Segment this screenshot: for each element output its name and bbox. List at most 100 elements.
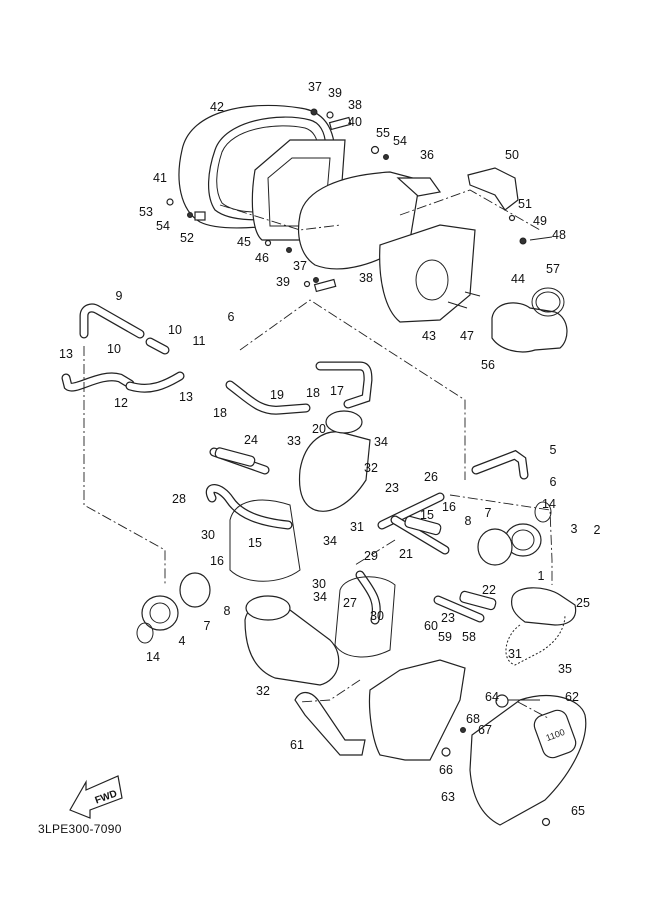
part-label-30a: 30	[201, 527, 215, 542]
part-label-38a: 38	[348, 97, 362, 112]
part-label-34b: 34	[323, 533, 337, 548]
bracket-50	[467, 167, 519, 211]
part-label-20: 20	[312, 421, 326, 436]
part-label-14a: 14	[146, 649, 160, 664]
part-label-53: 53	[139, 204, 153, 219]
fwd-arrow-icon: FWD	[69, 775, 123, 819]
fasteners-top	[166, 108, 553, 309]
part-label-2: 2	[593, 522, 601, 537]
part-label-30c: 30	[370, 608, 384, 623]
part-label-16b: 16	[210, 553, 224, 568]
part-label-12: 12	[114, 395, 128, 410]
part-label-35: 35	[558, 661, 572, 676]
part-label-42: 42	[210, 99, 224, 114]
part-label-59: 59	[438, 629, 452, 644]
part-label-19: 19	[270, 387, 284, 402]
intake-joint-32-upper	[298, 410, 371, 512]
part-label-10b: 10	[107, 341, 121, 356]
part-label-50: 50	[505, 147, 519, 162]
part-label-37a: 37	[308, 79, 322, 94]
part-label-56: 56	[481, 357, 495, 372]
part-label-62: 62	[565, 689, 579, 704]
part-label-3: 3	[570, 521, 578, 536]
part-label-28: 28	[172, 491, 186, 506]
part-label-29: 29	[364, 548, 378, 563]
part-label-52: 52	[180, 230, 194, 245]
part-label-55: 55	[376, 125, 390, 140]
part-label-45: 45	[237, 234, 251, 249]
part-label-58: 58	[462, 629, 476, 644]
part-label-15a: 15	[420, 507, 434, 522]
part-label-22: 22	[482, 582, 496, 597]
side-cover-63: 1100	[441, 694, 587, 827]
engine-outline	[229, 499, 396, 658]
part-label-39a: 39	[328, 85, 342, 100]
part-label-48: 48	[552, 227, 566, 242]
part-label-21: 21	[399, 546, 413, 561]
part-label-57: 57	[546, 261, 560, 276]
part-label-64: 64	[485, 689, 499, 704]
part-label-18b: 18	[213, 405, 227, 420]
part-label-65: 65	[571, 803, 585, 818]
part-label-18a: 18	[306, 385, 320, 400]
part-label-23a: 23	[385, 480, 399, 495]
part-label-31a: 31	[350, 519, 364, 534]
part-label-39b: 39	[276, 274, 290, 289]
part-label-1: 1	[537, 568, 545, 583]
part-label-43: 43	[422, 328, 436, 343]
part-label-4: 4	[178, 633, 186, 648]
part-label-7b: 7	[484, 505, 492, 520]
part-label-32a: 32	[364, 460, 378, 475]
part-label-49: 49	[533, 213, 547, 228]
part-label-34c: 34	[313, 589, 327, 604]
part-label-33: 33	[287, 433, 301, 448]
part-label-41: 41	[153, 170, 167, 185]
part-label-63: 63	[441, 789, 455, 804]
part-label-44: 44	[511, 271, 525, 286]
part-label-37b: 37	[293, 258, 307, 273]
intake-joint-32-lower	[244, 595, 340, 686]
part-label-23b: 23	[441, 610, 455, 625]
joint-56	[491, 287, 568, 353]
part-label-34a: 34	[374, 434, 388, 449]
part-label-15b: 15	[248, 535, 262, 550]
part-label-54a: 54	[156, 218, 170, 233]
part-label-8b: 8	[464, 513, 472, 528]
part-label-30b: 30	[312, 576, 326, 591]
part-label-38b: 38	[359, 270, 373, 285]
part-label-61: 61	[290, 737, 304, 752]
part-label-32b: 32	[256, 683, 270, 698]
part-label-5: 5	[549, 442, 557, 457]
part-label-54b: 54	[393, 133, 407, 148]
part-label-11: 11	[192, 333, 206, 348]
throttle-body-parts	[136, 447, 577, 666]
part-label-6b: 6	[549, 474, 557, 489]
part-label-27: 27	[343, 595, 357, 610]
part-label-13b: 13	[179, 389, 193, 404]
brackets	[294, 659, 466, 761]
cover-43	[379, 224, 476, 323]
reference-lines	[83, 189, 553, 719]
part-label-13a: 13	[59, 346, 73, 361]
part-label-10a: 10	[168, 322, 182, 337]
part-label-36: 36	[420, 147, 434, 162]
part-label-8a: 8	[223, 603, 231, 618]
part-label-40: 40	[348, 114, 362, 129]
part-label-9: 9	[115, 288, 123, 303]
part-label-68: 68	[466, 711, 480, 726]
part-label-14b: 14	[542, 496, 556, 511]
part-label-31b: 31	[508, 646, 522, 661]
part-label-26: 26	[424, 469, 438, 484]
part-label-24: 24	[244, 432, 258, 447]
part-label-51: 51	[518, 196, 532, 211]
part-label-66: 66	[439, 762, 453, 777]
part-label-16a: 16	[442, 499, 456, 514]
part-label-67: 67	[478, 722, 492, 737]
part-label-60: 60	[424, 618, 438, 633]
diagram-code: 3LPE300-7090	[38, 822, 122, 836]
part-label-25: 25	[576, 595, 590, 610]
part-label-17: 17	[330, 383, 344, 398]
part-label-46: 46	[255, 250, 269, 265]
hoses	[61, 303, 529, 625]
